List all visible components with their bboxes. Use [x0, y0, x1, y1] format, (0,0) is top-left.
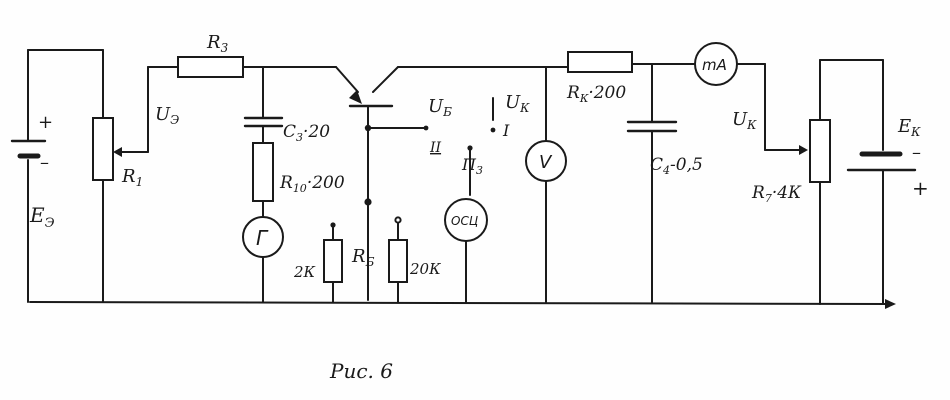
base-resistor-2k [323, 226, 343, 303]
label-ue: UЭ [155, 104, 179, 127]
label-plus-right: + [912, 176, 929, 200]
switch-contact-rb [364, 198, 372, 206]
label-ma: mA [702, 56, 727, 74]
resistor-rk [567, 51, 633, 73]
r7-wiper-arrow [799, 145, 808, 155]
ground-rail [29, 301, 889, 305]
resistor-r3 [177, 56, 337, 78]
switch-p3-contact [467, 145, 473, 151]
label-20k: 20К [409, 260, 441, 278]
terminal-2k [330, 222, 336, 228]
ground-rail-arrow [885, 299, 896, 309]
label-plus-left: + [38, 112, 53, 133]
battery-emitter [10, 49, 104, 303]
label-p3: П3 [461, 155, 483, 177]
label-uk-mid: UК [505, 92, 530, 115]
label-pos2: II [429, 140, 442, 156]
label-osc: ОСЦ [451, 214, 478, 228]
potentiometer-r1 [92, 49, 179, 303]
label-ee: EЭ [29, 203, 55, 231]
label-c4: C4-0,5 [650, 155, 703, 177]
capacitor-c4 [626, 63, 678, 303]
label-minus-right: – [912, 142, 921, 163]
label-c3: C3·20 [283, 122, 330, 144]
terminal-uk [490, 127, 496, 133]
label-rb: RБ [351, 246, 375, 269]
label-r7: R7·4К [751, 183, 802, 205]
label-volt: V [539, 152, 553, 173]
generator-icon [242, 216, 284, 258]
battery-collector [846, 59, 917, 305]
label-2k: 2К [293, 263, 316, 281]
terminal-ub [423, 125, 429, 131]
label-ek: EК [897, 116, 921, 139]
potentiometer-r7 [809, 59, 884, 305]
terminal-20k [394, 216, 402, 224]
label-r3: R3 [206, 32, 229, 55]
label-r10: R10·200 [279, 173, 345, 195]
label-pos1: I [502, 121, 510, 140]
label-gen: Г [256, 226, 269, 250]
label-r1: R1 [121, 166, 143, 189]
branch-c3-r10-gen [243, 66, 284, 303]
label-rk: RК·200 [566, 83, 626, 105]
figure-caption: Рис. 6 [329, 359, 393, 383]
base-resistor-20k [388, 221, 408, 303]
label-minus-left: – [40, 152, 49, 173]
label-uk-right: UК [732, 109, 757, 132]
label-ub: UБ [428, 96, 452, 119]
